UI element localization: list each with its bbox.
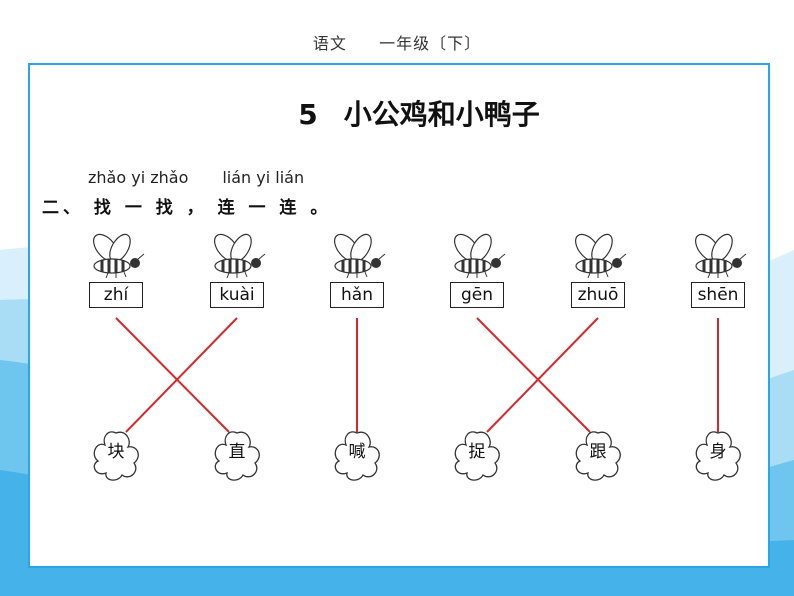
character-4[interactable]: 跟 bbox=[589, 442, 607, 462]
instruction-text: 二、 找 一 找 ， 连 一 连 。 bbox=[42, 198, 332, 218]
pinyin-find: zhǎo yi zhǎo bbox=[88, 168, 189, 187]
match-line-4 bbox=[486, 317, 599, 433]
pinyin-box-4[interactable]: zhuō bbox=[571, 282, 625, 308]
character-5[interactable]: 身 bbox=[709, 442, 727, 462]
instruction-pinyin: zhǎo yi zhǎo lián yi lián bbox=[88, 168, 304, 187]
bee-icon bbox=[208, 228, 267, 280]
lesson-number: 5 bbox=[298, 98, 318, 131]
exercise-card: 5 小公鸡和小鸭子 zhǎo yi zhǎo lián yi lián 二、 找 一… bbox=[28, 63, 770, 568]
pinyin-box-1[interactable]: kuài bbox=[210, 282, 264, 308]
subject-label: 语文 bbox=[312, 34, 347, 53]
character-2[interactable]: 喊 bbox=[348, 442, 366, 462]
bee-icon bbox=[569, 228, 628, 280]
page-header: 语文 一年级〔下〕 bbox=[0, 30, 794, 54]
match-line-1 bbox=[125, 317, 238, 433]
match-line-3 bbox=[476, 317, 591, 433]
bee-icon bbox=[87, 228, 146, 280]
pinyin-box-0[interactable]: zhí bbox=[89, 282, 143, 308]
lesson-name: 小公鸡和小鸭子 bbox=[343, 98, 540, 131]
pinyin-box-2[interactable]: hǎn bbox=[330, 282, 384, 308]
grade-label: 一年级〔下〕 bbox=[379, 34, 482, 53]
pinyin-box-5[interactable]: shēn bbox=[691, 282, 745, 308]
pinyin-connect: lián yi lián bbox=[222, 168, 305, 187]
match-line-0 bbox=[115, 317, 230, 433]
character-0[interactable]: 块 bbox=[107, 442, 125, 462]
lesson-title: 5 小公鸡和小鸭子 bbox=[30, 93, 768, 133]
character-1[interactable]: 直 bbox=[228, 442, 246, 462]
character-3[interactable]: 捉 bbox=[468, 442, 486, 462]
bee-icon bbox=[328, 228, 387, 280]
bee-icon bbox=[448, 228, 507, 280]
pinyin-box-3[interactable]: gēn bbox=[450, 282, 504, 308]
bee-icon bbox=[689, 228, 748, 280]
